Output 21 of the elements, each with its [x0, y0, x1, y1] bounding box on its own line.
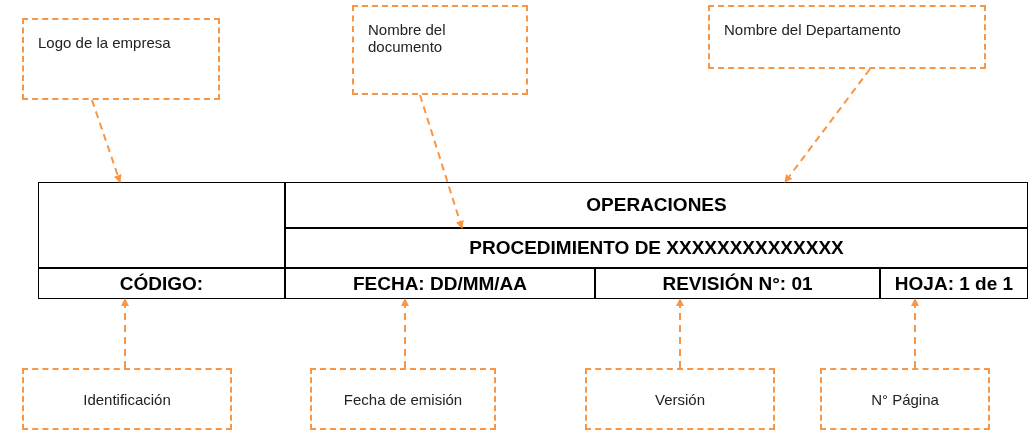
callout-box: Logo de la empresa: [22, 18, 220, 100]
callout-box: Fecha de emisión: [310, 368, 496, 430]
leader-arrow: [419, 94, 464, 229]
callout-box: Versión: [585, 368, 775, 430]
leader-arrow: [784, 68, 871, 183]
leader-arrow: [676, 298, 684, 369]
table-cell: OPERACIONES: [285, 182, 1028, 228]
leader-arrow: [911, 298, 919, 369]
leader-arrow: [121, 298, 129, 369]
callout-box: Nombre del documento: [352, 5, 528, 95]
table-cell: [38, 182, 285, 268]
callout-box: Identificación: [22, 368, 232, 430]
table-cell: FECHA: DD/MM/AA: [285, 268, 595, 299]
table-cell: REVISIÓN N°: 01: [595, 268, 880, 299]
table-cell: CÓDIGO:: [38, 268, 285, 299]
leader-arrow: [401, 298, 409, 369]
leader-arrow: [91, 99, 122, 183]
callout-box: N° Página: [820, 368, 990, 430]
table-cell: PROCEDIMIENTO DE XXXXXXXXXXXXXX: [285, 228, 1028, 268]
callout-box: Nombre del Departamento: [708, 5, 986, 69]
table-cell: HOJA: 1 de 1: [880, 268, 1028, 299]
